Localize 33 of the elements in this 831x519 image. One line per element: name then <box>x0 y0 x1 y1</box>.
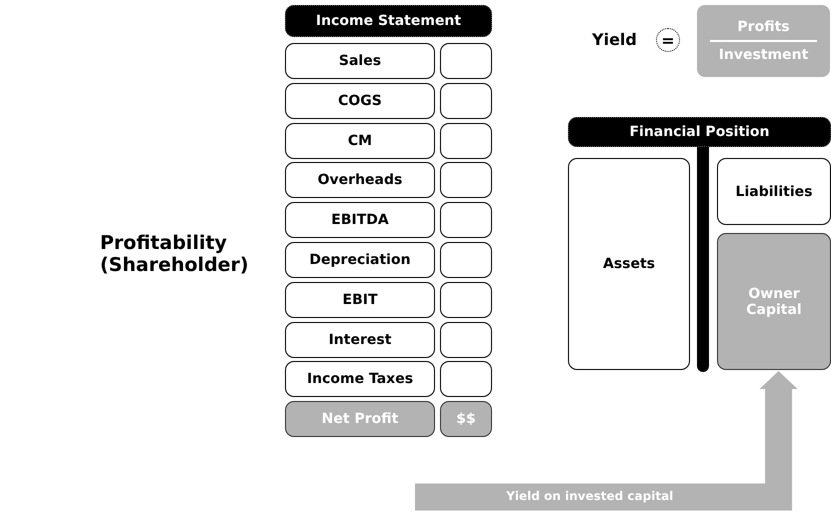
denominator-text: Investment <box>718 47 808 63</box>
row-label-box: Overheads <box>285 162 435 198</box>
row-label-box: Interest <box>285 322 435 358</box>
edge-label: Yield on invested capital <box>506 489 674 503</box>
value-box <box>440 162 492 198</box>
assets-box: Assets <box>568 158 690 370</box>
row-label-box: COGS <box>285 82 435 119</box>
value-box <box>440 82 492 119</box>
formula-label: Yield <box>592 30 637 49</box>
section-header: Financial Position <box>568 117 831 147</box>
value-box <box>440 202 492 238</box>
value-box <box>440 361 492 398</box>
value-box <box>440 322 492 358</box>
value-box <box>440 122 492 159</box>
numerator-text: Profits <box>737 19 790 35</box>
arrow <box>415 371 798 510</box>
fraction-box <box>697 5 830 77</box>
liabilities-box: Liabilities <box>717 158 831 225</box>
row-label-box: Depreciation <box>285 242 435 278</box>
row-label-box: Sales <box>285 43 435 79</box>
row-label-box: CM <box>285 122 435 159</box>
value-box <box>440 282 492 318</box>
row-label-box: EBITDA <box>285 202 435 238</box>
equals-sign: = <box>656 28 680 52</box>
value-box <box>440 242 492 278</box>
row-label-box: EBIT <box>285 282 435 318</box>
value-box: $$ <box>440 401 492 438</box>
row-label-box: Net Profit <box>285 401 435 438</box>
value-box <box>440 43 492 79</box>
table-header: Income Statement <box>285 5 492 37</box>
row-label-box: Income Taxes <box>285 361 435 398</box>
side-heading: Profitability (Shareholder) <box>100 232 250 276</box>
owner-capital-box: Owner Capital <box>717 233 831 370</box>
